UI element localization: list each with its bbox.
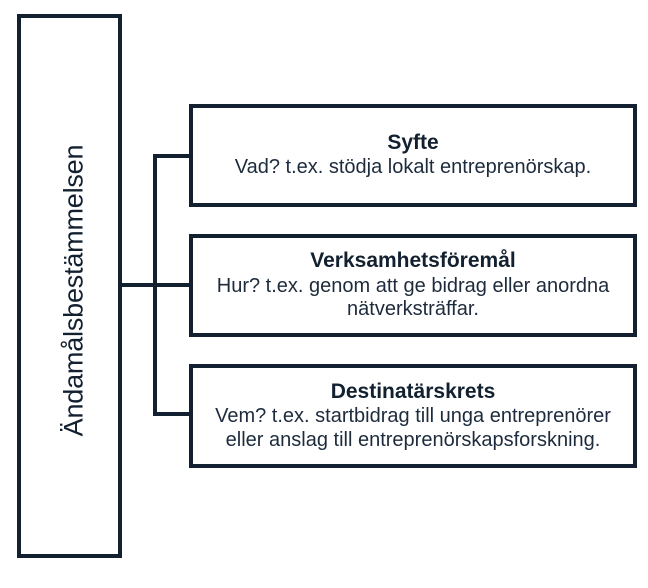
connector-branch-2 (153, 283, 191, 287)
node-title-verksamhetsforemal: Verksamhetsföremål (310, 249, 516, 273)
node-body-verksamhetsforemal: Hur? t.ex. genom att ge bidrag eller ano… (216, 274, 610, 321)
connector-branch-3 (153, 412, 191, 416)
node-title-destinatarskrets: Destinatärskrets (330, 379, 496, 403)
connector-branch-1 (153, 154, 191, 158)
root-label-wrapper: Ändamålsbestämmelsen (21, 18, 126, 562)
root-node-label: Ändamålsbestämmelsen (58, 144, 88, 436)
node-body-syfte: Vad? t.ex. stödja lokalt entreprenörskap… (234, 156, 592, 179)
root-node-andamalsbestammelsen: Ändamålsbestämmelsen (17, 14, 122, 558)
node-box-destinatarskrets: Destinatärskrets Vem? t.ex. startbidrag … (189, 364, 637, 468)
node-box-syfte: Syfte Vad? t.ex. stödja lokalt entrepren… (189, 104, 637, 207)
node-title-syfte: Syfte (387, 130, 439, 154)
node-body-destinatarskrets: Vem? t.ex. startbidrag till unga entrepr… (215, 405, 611, 451)
connector-stem (121, 283, 157, 287)
node-box-verksamhetsforemal: Verksamhetsföremål Hur? t.ex. genom att … (189, 234, 637, 337)
